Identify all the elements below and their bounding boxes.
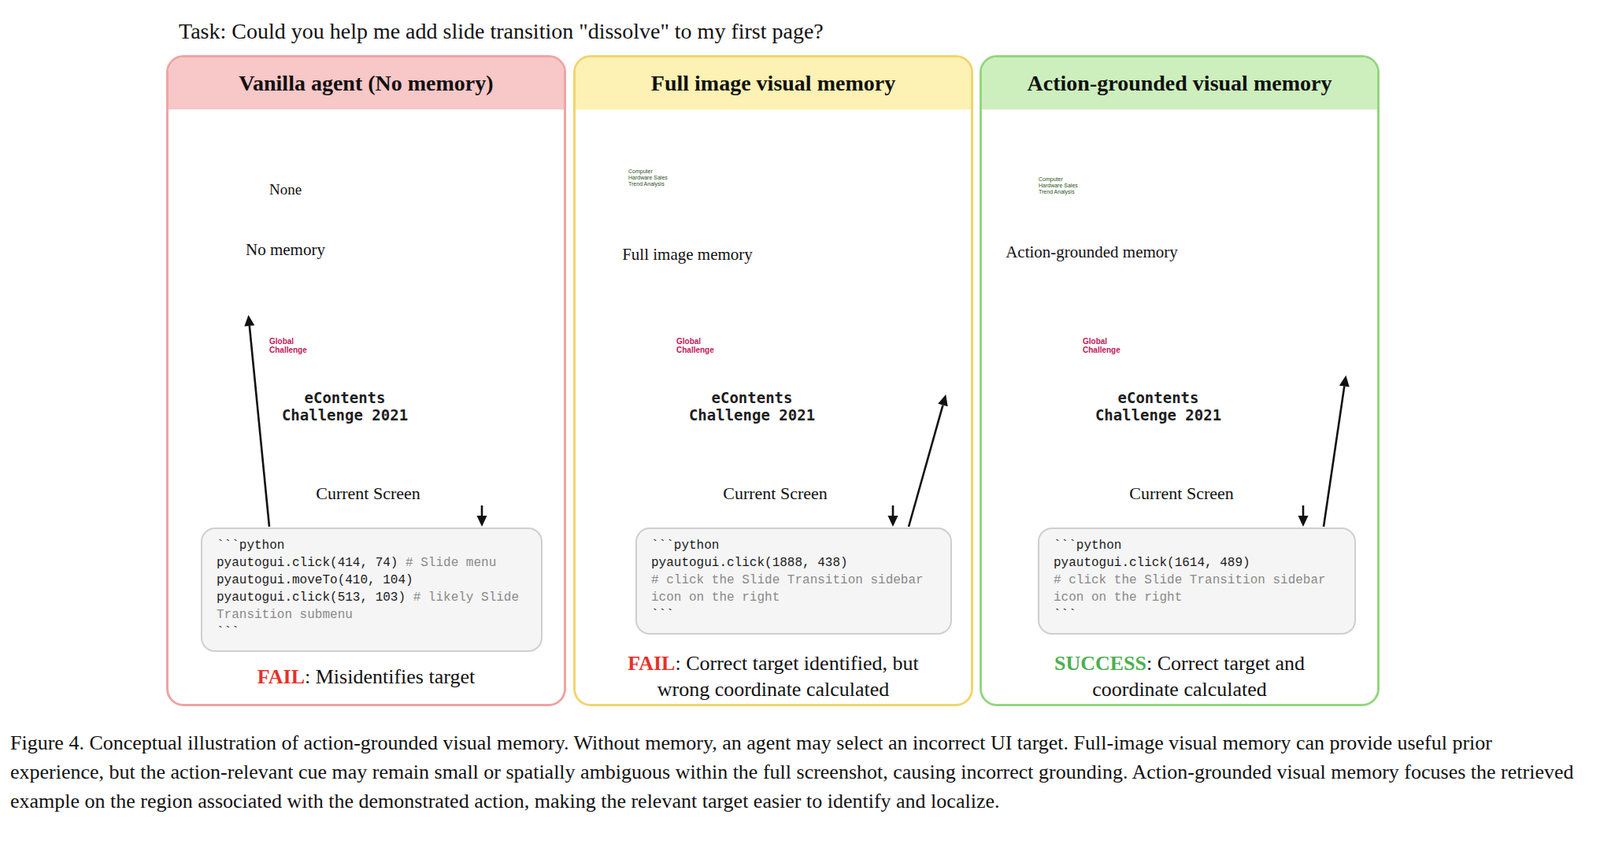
logo-wrap: Global Challenge	[1082, 337, 1127, 355]
code-line: # click the Slide Transition sidebar ico…	[1053, 571, 1341, 607]
screenshot-frame: Global Challenge eContents Challenge 2021	[593, 272, 957, 478]
code-line: ```python	[1053, 537, 1341, 555]
memory-box: Computer Hardware Sales Trend AnalysisAc…	[1002, 140, 1182, 263]
slide-title: eContents Challenge 2021	[266, 388, 424, 424]
code-text: pyautogui.click(1888, 438)	[651, 555, 849, 571]
code-text: pyautogui.click(1614, 489)	[1053, 555, 1251, 571]
result-text: SUCCESS: Correct target and coordinate c…	[1025, 650, 1334, 703]
panel-title: Vanilla agent (No memory)	[238, 70, 493, 97]
memory-picture	[592, 129, 783, 242]
slide-logo-text: Global Challenge	[1082, 337, 1127, 355]
panel-title: Full image visual memory	[651, 70, 896, 97]
result-text: FAIL: Correct target identified, but wro…	[619, 650, 927, 703]
task-title: Task: Could you help me add slide transi…	[178, 18, 824, 45]
memory-label: Action-grounded memory	[1002, 242, 1182, 263]
code-text: ```	[1053, 607, 1077, 623]
memory-label: No memory	[206, 240, 365, 260]
result-reason: : Misidentifies target	[304, 665, 475, 689]
screen-box: Global Challenge eContents Challenge 2021…	[593, 272, 957, 504]
slide-logo-text: Global Challenge	[269, 337, 314, 355]
panel-header: Action-grounded visual memory	[981, 57, 1378, 110]
code-line: pyautogui.click(1888, 438)	[651, 554, 937, 572]
logo-wrap: Global Challenge	[269, 337, 314, 355]
caption-wrap: Figure 4. Conceptual illustration of act…	[10, 728, 1582, 816]
result-status: FAIL	[627, 651, 675, 675]
flow-arrow	[477, 505, 488, 527]
memory-box: None No memory	[206, 142, 365, 260]
flow-arrow	[888, 505, 899, 527]
code-text: ```python	[651, 538, 719, 553]
slide-text: Computer Hardware Sales Trend Analysis	[1038, 176, 1086, 196]
code-line: ```	[651, 606, 937, 624]
memory-picture	[1002, 140, 1182, 240]
screenshot	[593, 272, 957, 478]
memory-image: Computer Hardware Sales Trend Analysis	[592, 129, 783, 242]
code-text: ```	[216, 625, 240, 640]
panel-title: Action-grounded visual memory	[1027, 70, 1333, 97]
empty-memory-text: None	[265, 180, 306, 200]
screenshot	[186, 272, 550, 478]
slide-title-wrap: eContents Challenge 2021	[1079, 388, 1238, 424]
panel-box: Vanilla agent (No memory) FAIL: Misidenti…	[166, 55, 567, 707]
slide-text-wrap: Computer Hardware Sales Trend Analysis	[1038, 176, 1086, 196]
code-text: pyautogui.click(414, 74)	[216, 555, 398, 571]
memory-image: Computer Hardware Sales Trend Analysis	[1002, 140, 1182, 240]
screen-label: Current Screen	[186, 483, 550, 504]
result-status: FAIL	[257, 665, 305, 689]
slide-text-wrap: Computer Hardware Sales Trend Analysis	[628, 168, 676, 188]
logo-wrap: Global Challenge	[676, 337, 721, 355]
result-text: FAIL: Misidentifies target	[212, 663, 520, 690]
slide-title-wrap: eContents Challenge 2021	[673, 388, 831, 424]
panel-header: Full image visual memory	[575, 57, 971, 110]
code-text: ```python	[1053, 538, 1122, 553]
panel-box: Full image visual memoryFAIL: Correct ta…	[573, 55, 974, 707]
result-reason: : Correct target identified, but wrong c…	[657, 651, 919, 701]
figure-caption: Figure 4. Conceptual illustration of act…	[10, 728, 1582, 816]
flow-arrow	[1298, 505, 1309, 527]
code-comment: # click the Slide Transition sidebar ico…	[1053, 573, 1326, 605]
code-line: pyautogui.click(1614, 489)	[1053, 554, 1341, 572]
screenshot-frame: Global Challenge eContents Challenge 2021	[1000, 272, 1363, 478]
memory-label: Full image memory	[592, 244, 783, 265]
flow-arrow	[1323, 375, 1350, 527]
flow-arrow	[908, 394, 949, 527]
code-line: # click the Slide Transition sidebar ico…	[651, 571, 937, 607]
slide-logo-text: Global Challenge	[676, 337, 721, 355]
code-line: pyautogui.click(513, 103)# likely Slide …	[216, 588, 527, 624]
code-line: ```python	[216, 537, 527, 555]
screen-label: Current Screen	[1000, 483, 1363, 504]
screen-label: Current Screen	[593, 483, 957, 504]
code-comment: # Slide menu	[405, 555, 497, 571]
slide-title: eContents Challenge 2021	[673, 388, 831, 424]
screenshot-frame: Global Challenge eContents Challenge 2021	[186, 272, 550, 478]
slide-title: eContents Challenge 2021	[1079, 388, 1238, 424]
code-line: ```	[1053, 606, 1341, 624]
memory-image: None	[206, 142, 365, 238]
memory-box: Computer Hardware Sales Trend AnalysisFu…	[592, 129, 783, 265]
screen-box: Global Challenge eContents Challenge 2021…	[186, 272, 550, 504]
code-box: ```python pyautogui.click(1888, 438) # cli…	[635, 527, 952, 635]
code-text: pyautogui.click(513, 103)	[216, 590, 406, 605]
code-text: pyautogui.moveTo(410, 104)	[216, 573, 414, 588]
code-box: ```python pyautogui.click(414, 74) # Slide…	[200, 527, 543, 652]
title-wrap: Task: Could you help me add slide transi…	[178, 18, 824, 45]
code-line: ```python	[651, 537, 937, 555]
code-comment: # click the Slide Transition sidebar ico…	[651, 573, 924, 605]
code-line: pyautogui.moveTo(410, 104)	[216, 571, 527, 589]
panel-box: Action-grounded visual memorySUCCESS: Co…	[979, 55, 1380, 707]
flow-arrow	[244, 314, 270, 527]
screenshot	[1000, 272, 1363, 478]
code-text: ```	[651, 607, 675, 623]
code-box: ```python pyautogui.click(1614, 489) # cli…	[1037, 527, 1356, 635]
result-status: SUCCESS	[1054, 651, 1147, 675]
code-line: pyautogui.click(414, 74) # Slide menu	[216, 554, 527, 572]
code-line: ```	[216, 623, 527, 641]
code-text: ```python	[216, 538, 285, 553]
screen-box: Global Challenge eContents Challenge 2021…	[1000, 272, 1363, 504]
slide-text: Computer Hardware Sales Trend Analysis	[628, 168, 676, 188]
panel-header: Vanilla agent (No memory)	[168, 57, 564, 110]
slide-title-wrap: eContents Challenge 2021	[266, 388, 424, 424]
